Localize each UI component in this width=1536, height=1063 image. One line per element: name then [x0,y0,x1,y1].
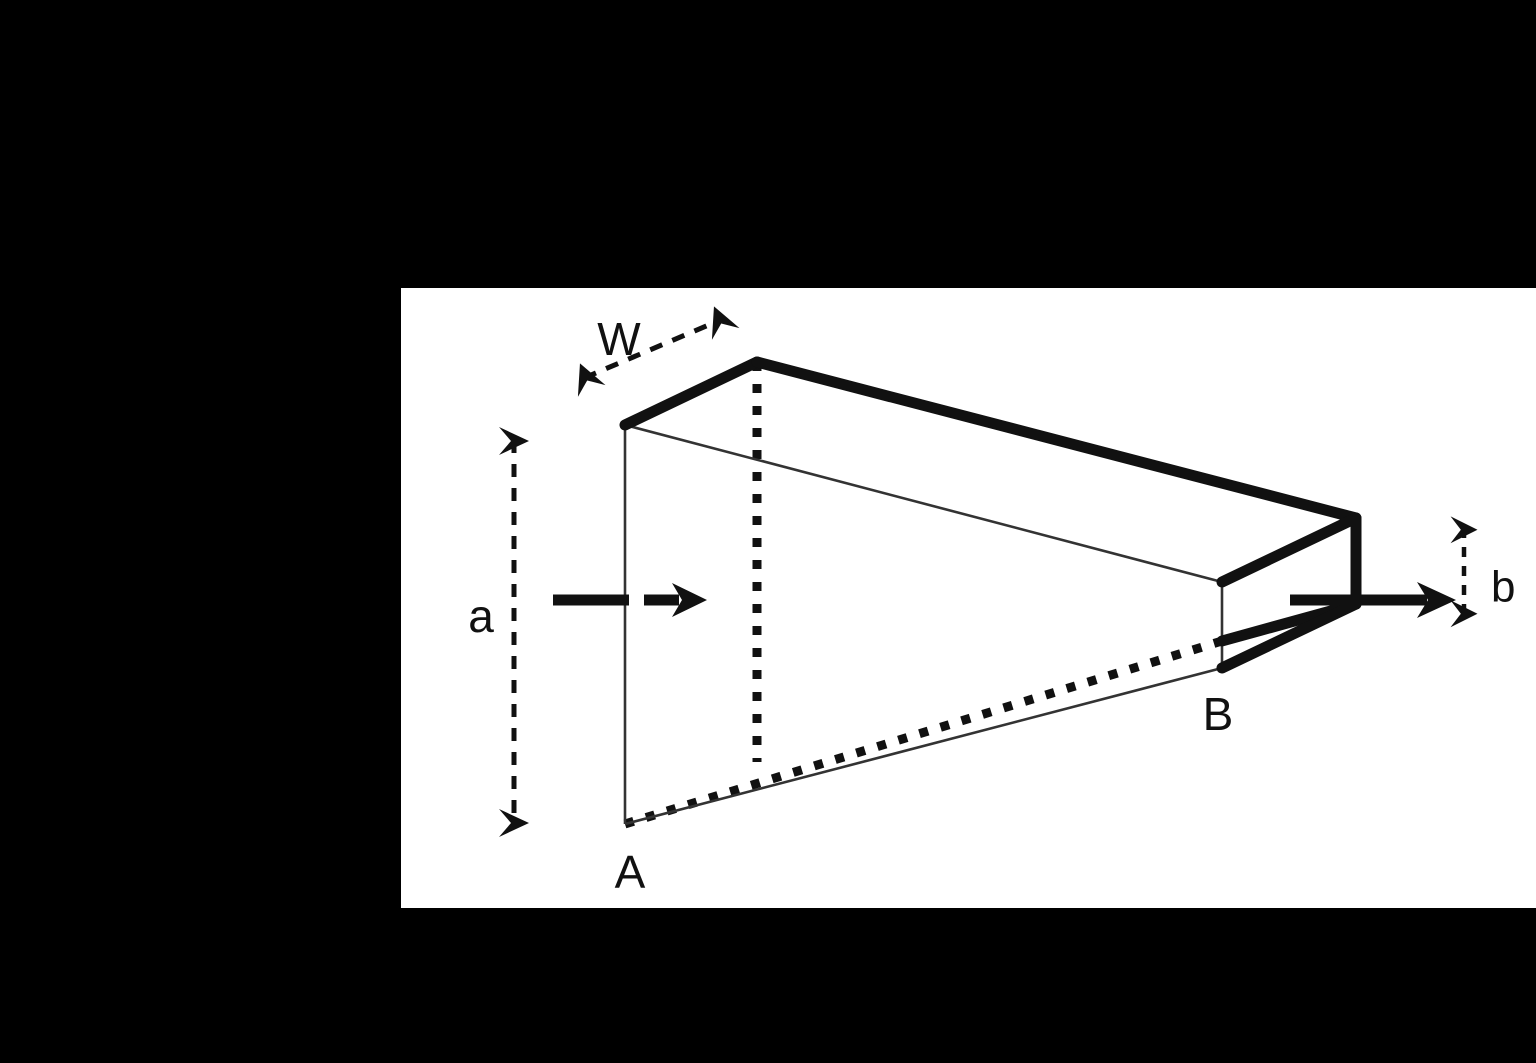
outlet-bottom-front-slant-edge [1216,598,1362,674]
outflow-arrow [1290,582,1456,618]
top-front-edge [624,423,1223,584]
outlet-top-slant-edge [1216,512,1362,588]
figure-panel: W a b A B [401,288,1536,908]
inlet-point-label: A [615,846,646,898]
top-left-slant-edge [619,356,763,431]
width-dimension-label: W [597,313,641,365]
outlet-point-label: B [1203,688,1234,740]
bottom-front-edge [624,666,1223,826]
outlet-height-dimension-label: b [1491,563,1515,612]
duct-diagram-svg: W a b A B [468,306,1515,898]
top-back-edge [751,356,1362,524]
hidden-bottom-back-edge [623,636,1224,829]
width-dimension-arrow [577,306,740,397]
inlet-height-dimension-label: a [468,590,494,642]
inflow-arrow [553,583,707,617]
